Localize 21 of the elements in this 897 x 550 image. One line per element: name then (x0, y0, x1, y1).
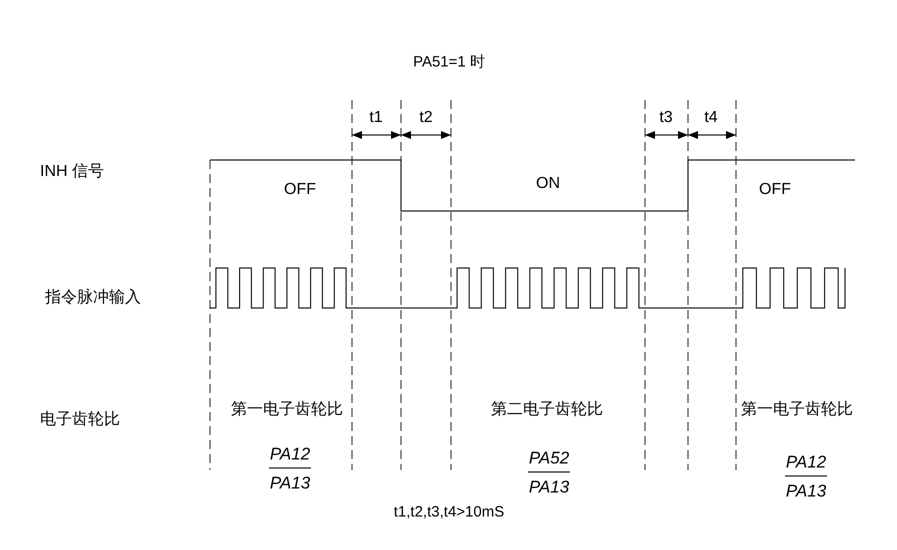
parameter-name: PA12 (786, 454, 826, 470)
gear-ratio-label: 第一电子齿轮比 (231, 402, 343, 418)
state-label: ON (536, 176, 560, 192)
parameter-name: PA12 (270, 446, 310, 462)
diagram-title: PA51=1 时 (413, 54, 485, 70)
state-label: OFF (759, 182, 791, 198)
signal-name: 电子齿轮比 (40, 412, 120, 428)
state-label: OFF (284, 182, 316, 198)
gear-ratio-label: 第一电子齿轮比 (741, 402, 853, 418)
parameter-name: PA52 (528, 450, 570, 466)
interval-label: t1 (369, 110, 383, 126)
parameter-name: PA13 (270, 474, 310, 492)
signal-name: 指令脉冲输入 (45, 290, 141, 306)
gear-ratio-label: 第二电子齿轮比 (491, 402, 603, 418)
parameter-name: PA13 (528, 478, 570, 496)
interval-label: t2 (419, 110, 433, 126)
timing-note: t1,t2,t3,t4>10mS (394, 504, 504, 520)
parameter-name: PA13 (786, 482, 826, 500)
interval-label: t4 (704, 110, 718, 126)
signal-name: INH 信号 (40, 164, 104, 180)
interval-label: t3 (659, 110, 673, 126)
